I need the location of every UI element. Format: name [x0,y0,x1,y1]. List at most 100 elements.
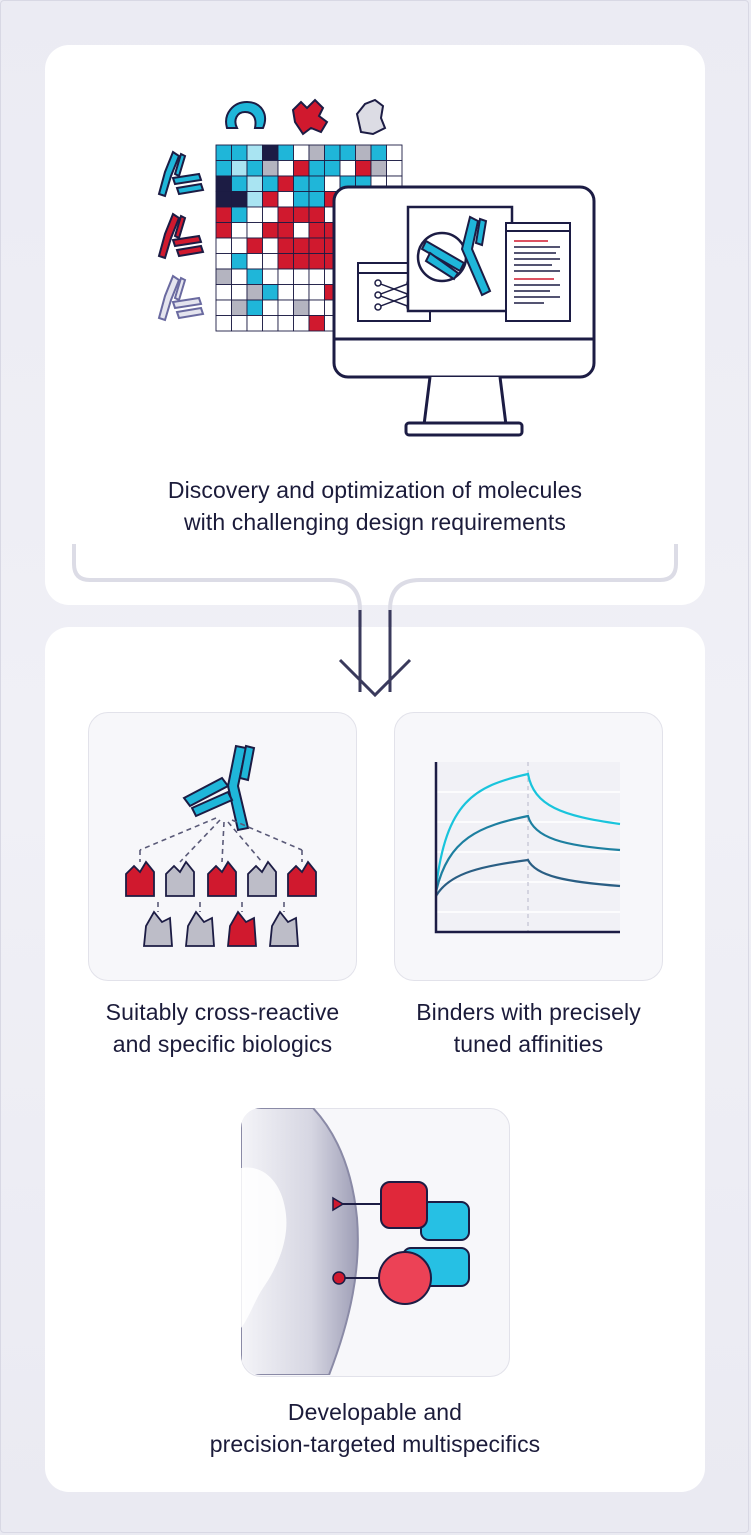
heatmap-cell [215,160,232,177]
heatmap-cell [308,237,325,254]
heatmap-cell [277,175,294,192]
heatmap-cell [355,144,372,161]
heatmap-cell [277,315,294,332]
target-protein-icon [125,860,155,897]
heatmap-cell [324,144,341,161]
heatmap-cell [308,222,325,239]
affinity-line1: Binders with precisely [416,999,641,1025]
heatmap-cell [215,175,232,192]
heatmap-cell [293,191,310,208]
affinity-caption: Binders with precisely tuned affinities [366,996,691,1060]
heatmap-cell [277,284,294,301]
discovery-caption: Discovery and optimization of molecules … [60,474,690,538]
heatmap-cell [231,284,248,301]
heatmap-cell [308,284,325,301]
heatmap-cell [277,268,294,285]
heatmap-cell [277,299,294,316]
affinity-curve-mid [434,814,621,893]
heatmap-cell [231,175,248,192]
heatmap-cell [386,160,403,177]
multispecific-line1: Developable and [287,1399,463,1425]
target-protein-red-icon [291,98,329,136]
heatmap-cell [262,144,279,161]
multispecific-illustration [241,1108,470,1375]
heatmap-cell [293,175,310,192]
binder-cyan-upper [420,1201,470,1241]
computer-monitor-icon [332,185,596,437]
heatmap-cell [231,299,248,316]
heatmap-cell [246,160,263,177]
heatmap-cell [308,160,325,177]
heatmap-cell [246,284,263,301]
heatmap-cell [293,253,310,270]
heatmap-cell [231,315,248,332]
heatmap-cell [293,268,310,285]
heatmap-cell [262,191,279,208]
heatmap-cell [324,160,341,177]
cross-reactive-line1: Suitably cross-reactive [105,999,340,1025]
target-protein-icon [287,860,317,897]
heatmap-cell [215,191,232,208]
heatmap-cell [246,191,263,208]
heatmap-cell [231,144,248,161]
heatmap-cell [293,284,310,301]
heatmap-cell [277,237,294,254]
heatmap-cell [308,144,325,161]
heatmap-cell [308,206,325,223]
heatmap-cell [231,222,248,239]
target-protein-gray-icon [355,98,387,136]
target-protein-icon [269,910,299,947]
target-protein-icon [185,910,215,947]
heatmap-cell [277,253,294,270]
report-window-icon [505,222,571,322]
heatmap-cell [370,144,387,161]
target-protein-cyan-icon [225,100,266,129]
heatmap-cell [246,315,263,332]
heatmap-cell [293,144,310,161]
heatmap-cell [231,268,248,285]
antibody-row-red-icon [157,212,205,260]
heatmap-cell [277,191,294,208]
heatmap-cell [339,160,356,177]
heatmap-cell [215,299,232,316]
heatmap-cell [215,315,232,332]
target-protein-icon [143,910,173,947]
heatmap-cell [231,206,248,223]
target-proteins [225,98,387,136]
affinity-line2: tuned affinities [453,1031,604,1057]
heatmap-cell [246,253,263,270]
heatmap-cell [262,222,279,239]
heatmap-cell [215,222,232,239]
heatmap-cell [262,253,279,270]
target-protein-icon [165,860,195,897]
heatmap-cell [246,237,263,254]
heatmap-cell [262,160,279,177]
multispecific-caption: Developable and precision-targeted multi… [120,1396,630,1460]
heatmap-cell [370,160,387,177]
cell-membrane-icon [241,1108,359,1375]
discovery-caption-line1: Discovery and optimization of molecules [167,477,583,503]
discovery-caption-line2: with challenging design requirements [183,509,567,535]
antibody-row-gray-icon [157,274,205,322]
heatmap-cell [215,253,232,270]
multispecific-line2: precision-targeted multispecifics [209,1431,541,1457]
heatmap-cell [262,299,279,316]
heatmap-cell [215,268,232,285]
heatmap-cell [231,160,248,177]
heatmap-cell [215,144,232,161]
heatmap-cell [308,175,325,192]
heatmap-cell [262,315,279,332]
affinity-curve-high [434,772,621,889]
cross-reactive-line2: and specific biologics [112,1031,333,1057]
heatmap-cell [262,237,279,254]
antibody-icon [182,744,256,832]
heatmap-cell [293,299,310,316]
heatmap-cell [277,144,294,161]
target-protein-icon [247,860,277,897]
heatmap-cell [308,253,325,270]
heatmap-cell [277,222,294,239]
heatmap-cell [339,144,356,161]
heatmap-cell [215,206,232,223]
heatmap-cell [231,237,248,254]
heatmap-cell [355,160,372,177]
